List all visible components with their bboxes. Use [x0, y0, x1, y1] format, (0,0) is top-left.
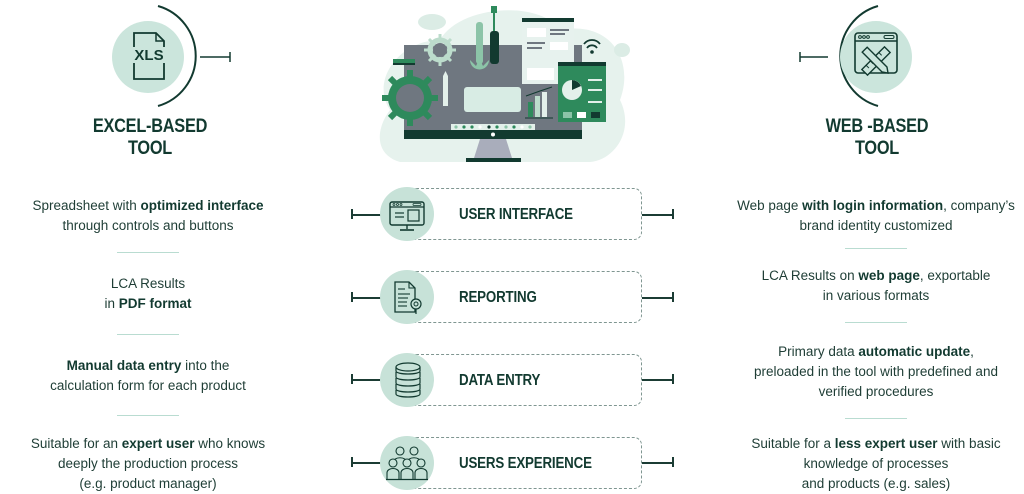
- row-connector-right-end: [672, 209, 674, 219]
- desc-text: in: [104, 296, 119, 311]
- desc-bold: automatic update: [858, 344, 971, 359]
- left-divider: [117, 415, 179, 416]
- desc-line1: LCA Results: [110, 276, 186, 291]
- web-title-line2: TOOL: [854, 138, 900, 159]
- left-desc-data-entry: Manual data entry into the calculation f…: [0, 356, 296, 396]
- wrench: [470, 22, 489, 70]
- desc-text: ,: [970, 344, 974, 359]
- web-design-icon: [854, 32, 898, 77]
- row-connector-right: [642, 214, 673, 216]
- dock-dots: [454, 125, 532, 129]
- desc-line2: preloaded in the tool with predefined an…: [754, 364, 998, 379]
- row-connector-right: [642, 379, 673, 381]
- monitor-icon: [389, 201, 425, 231]
- row-connector-right: [642, 462, 673, 464]
- desc-bold: Manual data entry: [66, 358, 182, 373]
- users-group-icon: [386, 446, 428, 481]
- right-desc-user-interface: Web page with login information, company…: [728, 196, 1024, 236]
- row-label-user-interface: USER INTERFACE: [459, 206, 573, 223]
- desc-bold: less expert user: [834, 436, 938, 451]
- right-desc-data-entry: Primary data automatic update, preloaded…: [728, 342, 1024, 402]
- left-desc-users-experience: Suitable for an expert user who knows de…: [0, 434, 296, 494]
- row-label-data-entry: DATA ENTRY: [459, 372, 541, 389]
- bar-graph: [525, 86, 553, 119]
- desc-text: Suitable for an: [30, 436, 122, 451]
- desc-bold: with login information: [802, 198, 944, 213]
- computer-tools-illustration: [379, 6, 630, 162]
- row-connector-right-end: [672, 292, 674, 302]
- row-connector-left: [351, 379, 381, 381]
- screen-panel: [464, 87, 521, 112]
- desc-text: Web page: [737, 198, 803, 213]
- desc-text: into the: [181, 358, 230, 373]
- desc-line2: brand identity customized: [799, 218, 953, 233]
- chart-window: [558, 62, 606, 122]
- xls-icon-text: XLS: [134, 47, 164, 64]
- desc-line2: deeply the production process: [57, 456, 239, 471]
- excel-tool-header: XLS EXCEL-BASED TOOL: [60, 0, 260, 165]
- desc-text: Primary data: [778, 344, 859, 359]
- desc-text: who knows: [194, 436, 266, 451]
- desc-text: Spreadsheet with: [32, 198, 141, 213]
- desc-bold: optimized interface: [140, 198, 264, 213]
- desc-bold: expert user: [121, 436, 195, 451]
- row-connector-right-end: [672, 374, 674, 384]
- row-icon-circle: [380, 270, 434, 324]
- desc-text: Suitable for a: [751, 436, 835, 451]
- row-connector-left: [351, 462, 381, 464]
- wifi-symbol: [583, 39, 601, 49]
- big-gear: [382, 70, 438, 126]
- desc-line2: knowledge of processes: [803, 456, 949, 471]
- excel-tool-title: EXCEL-BASED TOOL: [64, 116, 236, 160]
- right-desc-reporting: LCA Results on web page, exportable in v…: [728, 266, 1024, 306]
- xls-file-icon: [132, 32, 166, 80]
- left-divider: [117, 334, 179, 335]
- desc-line3: (e.g. product manager): [79, 476, 217, 491]
- row-connector-left: [351, 297, 381, 299]
- desc-bold: web page: [858, 268, 920, 283]
- desc-text: with basic: [937, 436, 1001, 451]
- web-tool-title: WEB -BASED TOOL: [791, 116, 963, 160]
- web-tool-header: WEB -BASED TOOL: [780, 0, 980, 165]
- desc-text: , exportable: [919, 268, 991, 283]
- desc-line2: through controls and buttons: [62, 218, 234, 233]
- right-divider: [845, 248, 907, 249]
- row-connector-right: [642, 297, 673, 299]
- desc-text: LCA Results on: [761, 268, 859, 283]
- excel-title-line2: TOOL: [127, 138, 173, 159]
- left-desc-reporting: LCA Results in PDF format: [0, 274, 296, 314]
- excel-title-line1: EXCEL-BASED: [92, 116, 208, 137]
- desc-line2: calculation form for each product: [50, 378, 246, 393]
- desc-line2: in various formats: [822, 288, 930, 303]
- screwdriver: [490, 6, 499, 64]
- desc-text: , company’s: [943, 198, 1015, 213]
- document-certificate-icon: [394, 281, 422, 314]
- web-title-line1: WEB -BASED: [825, 116, 929, 137]
- left-desc-user-interface: Spreadsheet with optimized interface thr…: [0, 196, 296, 236]
- screen-dock: [451, 124, 535, 130]
- row-connector-right-end: [672, 457, 674, 467]
- desc-line3: verified procedures: [818, 384, 934, 399]
- right-desc-users-experience: Suitable for a less expert user with bas…: [728, 434, 1024, 494]
- database-icon: [395, 362, 421, 398]
- right-divider: [845, 322, 907, 323]
- monitor-stand: [474, 139, 512, 158]
- row-label-reporting: REPORTING: [459, 289, 537, 306]
- row-connector-left: [351, 214, 381, 216]
- pencil: [443, 76, 448, 106]
- row-icon-circle: [380, 187, 434, 241]
- desc-bold: PDF format: [118, 296, 192, 311]
- left-divider: [117, 252, 179, 253]
- row-label-users-experience: USERS EXPERIENCE: [459, 455, 592, 472]
- desc-line3: and products (e.g. sales): [801, 476, 951, 491]
- right-divider: [845, 418, 907, 419]
- hero-arc-left: [157, 5, 231, 107]
